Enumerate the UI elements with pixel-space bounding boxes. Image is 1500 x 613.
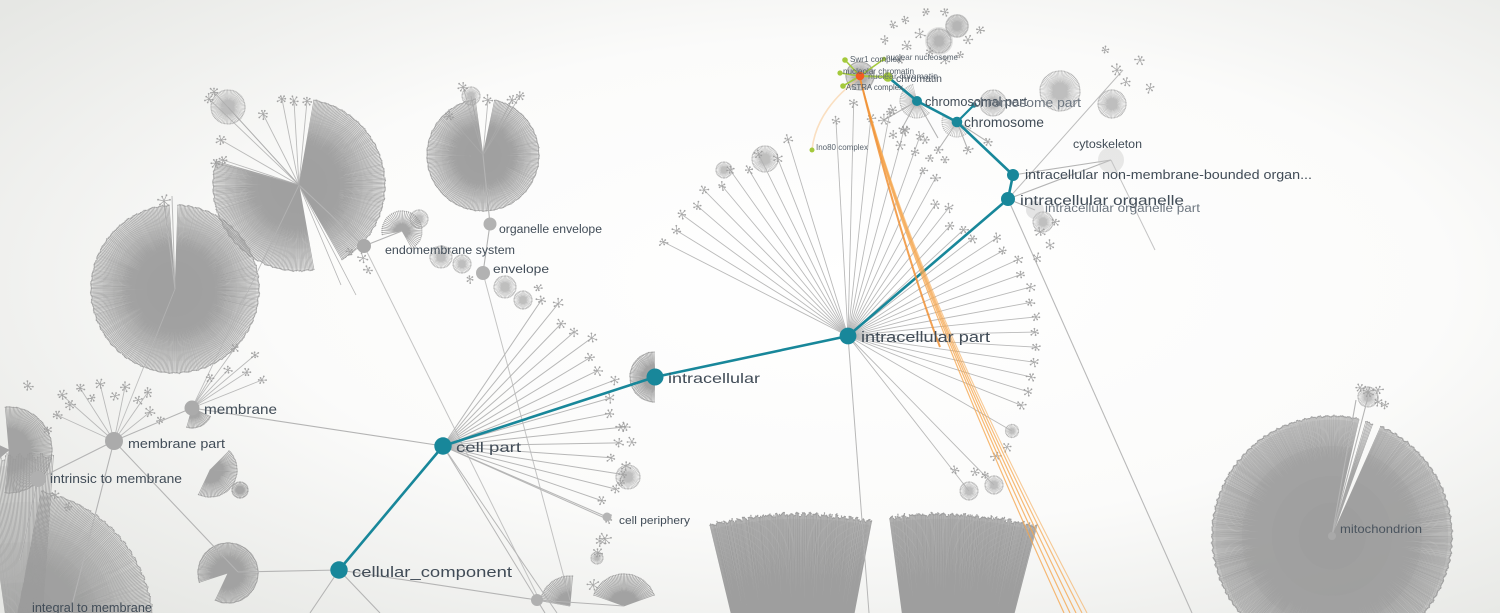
svg-text:endomembrane system: endomembrane system — [385, 243, 515, 257]
svg-text:nuclear nucleosome: nuclear nucleosome — [886, 52, 958, 62]
svg-text:cell periphery: cell periphery — [619, 515, 691, 527]
svg-text:organelle envelope: organelle envelope — [499, 224, 602, 236]
svg-text:intracellular organelle part: intracellular organelle part — [1045, 203, 1201, 215]
svg-text:cellular_component: cellular_component — [352, 564, 513, 581]
svg-text:chromosomal part: chromosomal part — [925, 94, 1027, 109]
svg-text:nucleolar chromatin: nucleolar chromatin — [843, 67, 914, 76]
svg-text:intracellular non-membrane-bou: intracellular non-membrane-bounded organ… — [1025, 168, 1312, 182]
svg-text:envelope: envelope — [493, 262, 549, 276]
svg-text:chromosome part: chromosome part — [973, 95, 1081, 110]
svg-text:chromosome: chromosome — [964, 114, 1044, 130]
svg-text:Ino80 complex: Ino80 complex — [816, 143, 868, 152]
svg-text:intrinsic to membrane: intrinsic to membrane — [50, 472, 182, 486]
svg-text:intracellular organelle: intracellular organelle — [1020, 193, 1184, 208]
svg-text:ASTRA complex: ASTRA complex — [846, 82, 904, 92]
svg-text:Swr1 complex: Swr1 complex — [850, 54, 902, 64]
svg-text:chromatin: chromatin — [896, 73, 942, 85]
svg-text:intracellular part: intracellular part — [861, 330, 990, 346]
svg-text:intracellular: intracellular — [668, 370, 760, 386]
svg-text:membrane: membrane — [204, 401, 277, 417]
svg-text:nuclear chromatin: nuclear chromatin — [868, 72, 938, 81]
svg-text:mitochondrion: mitochondrion — [1340, 522, 1422, 536]
svg-text:membrane part: membrane part — [128, 436, 225, 451]
svg-text:cell part: cell part — [456, 439, 521, 455]
svg-text:cytoskeleton: cytoskeleton — [1073, 139, 1142, 151]
svg-text:integral to membrane: integral to membrane — [32, 601, 152, 613]
